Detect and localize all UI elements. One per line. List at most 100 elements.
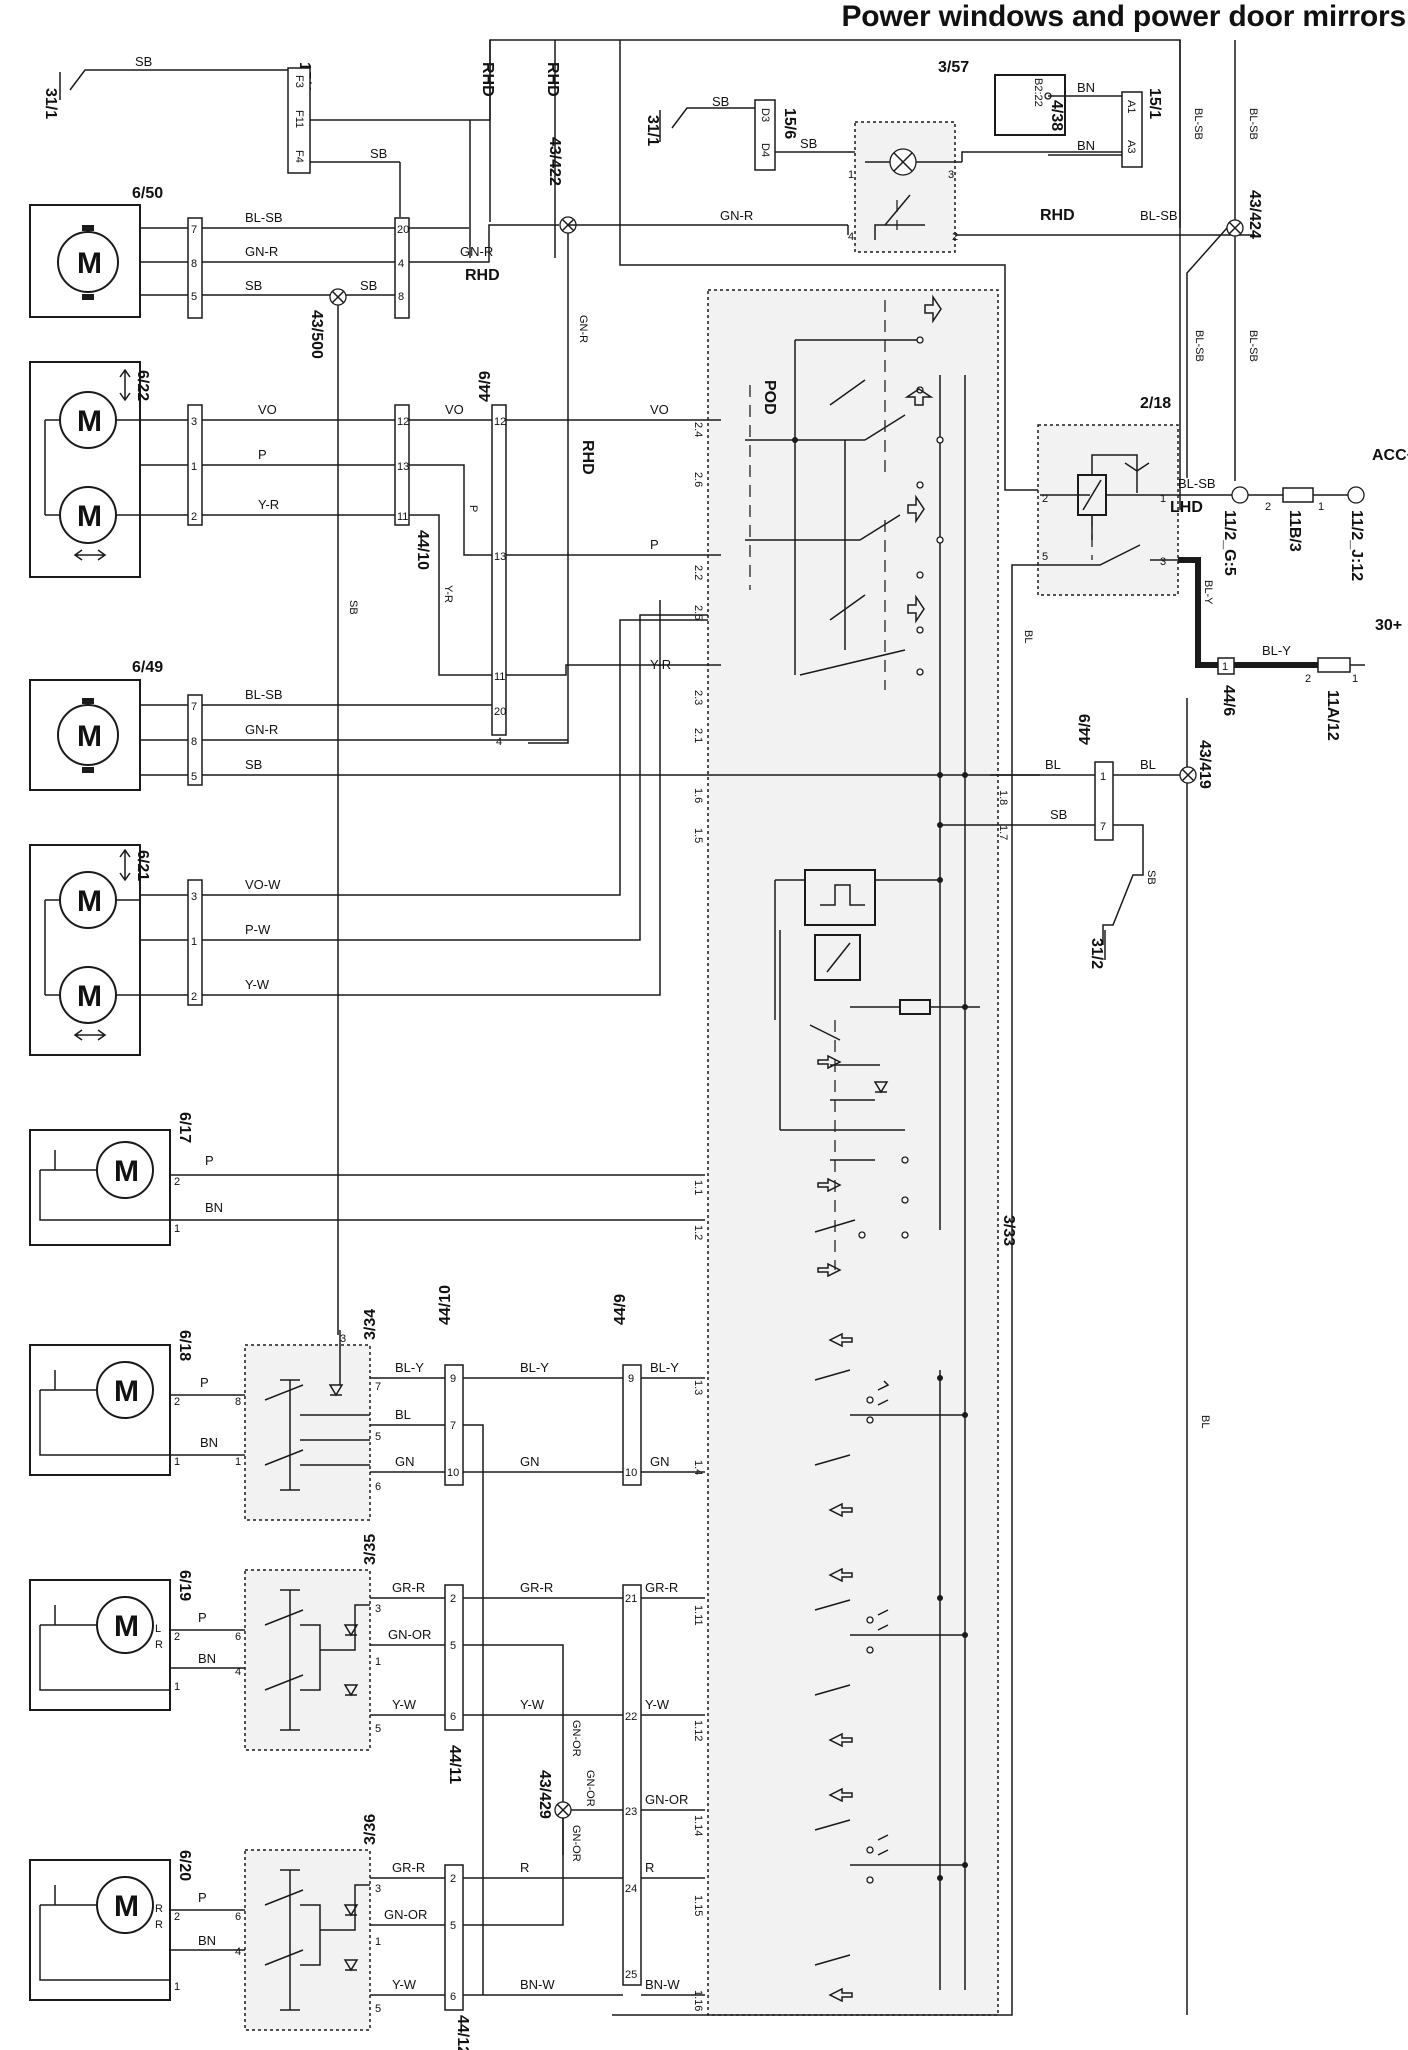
svg-text:1.2: 1.2: [692, 1225, 704, 1240]
svg-text:BL-SB: BL-SB: [1140, 208, 1178, 223]
svg-text:2.3: 2.3: [692, 690, 704, 705]
svg-text:12: 12: [397, 416, 409, 428]
svg-text:6/19: 6/19: [176, 1570, 193, 1601]
fuse-15-6: [754, 99, 776, 171]
svg-text:F11: F11: [293, 110, 305, 128]
svg-text:6/17: 6/17: [176, 1112, 193, 1143]
svg-text:15/1: 15/1: [1146, 88, 1163, 119]
svg-text:SB: SB: [360, 278, 377, 293]
svg-text:13: 13: [397, 461, 409, 473]
top-fuse-section: 31/1 SB 15/8 F3 F11 F4 SB RHD RHD 31/1 S…: [42, 39, 1263, 744]
svg-text:3/36: 3/36: [362, 1814, 379, 1845]
svg-text:1: 1: [235, 1456, 241, 1468]
svg-text:GN: GN: [395, 1454, 415, 1469]
svg-text:2.1: 2.1: [692, 728, 704, 743]
svg-text:SB: SB: [1145, 870, 1157, 885]
svg-text:25: 25: [625, 1969, 637, 1981]
svg-text:2: 2: [1305, 673, 1311, 685]
svg-text:1.16: 1.16: [692, 1990, 704, 2011]
svg-text:1: 1: [191, 936, 197, 948]
svg-text:44/9: 44/9: [612, 1294, 629, 1325]
svg-text:4: 4: [398, 258, 404, 270]
svg-text:M: M: [114, 1890, 139, 1923]
svg-text:M: M: [77, 405, 102, 438]
svg-text:VO: VO: [445, 402, 464, 417]
svg-text:1: 1: [174, 1456, 180, 1468]
svg-text:11A/12: 11A/12: [1324, 690, 1341, 741]
svg-text:9: 9: [450, 1373, 456, 1385]
svg-text:3: 3: [191, 416, 197, 428]
svg-text:GN-R: GN-R: [245, 722, 278, 737]
svg-text:2.2: 2.2: [692, 565, 704, 580]
svg-text:BL: BL: [1140, 757, 1156, 772]
svg-text:P: P: [200, 1375, 209, 1390]
svg-text:GN: GN: [520, 1454, 540, 1469]
svg-text:BL-Y: BL-Y: [1202, 580, 1214, 605]
svg-text:BN: BN: [1077, 80, 1095, 95]
svg-text:5: 5: [375, 2003, 381, 2015]
svg-text:6: 6: [375, 1481, 381, 1493]
svg-text:GN-R: GN-R: [245, 244, 278, 259]
svg-text:A1: A1: [1125, 100, 1137, 113]
svg-text:44/10: 44/10: [437, 1285, 454, 1325]
svg-text:3: 3: [191, 891, 197, 903]
junction-dots: [792, 437, 968, 1881]
svg-text:2.4: 2.4: [692, 422, 704, 437]
control-panel-3-33: 3/33 POD: [692, 289, 1017, 2016]
svg-text:BL-SB: BL-SB: [245, 210, 283, 225]
svg-text:M: M: [77, 720, 102, 753]
svg-text:Y-W: Y-W: [520, 1697, 545, 1712]
svg-text:LHD: LHD: [1170, 499, 1203, 516]
svg-text:GR-R: GR-R: [392, 1860, 425, 1875]
svg-text:6/18: 6/18: [176, 1330, 193, 1361]
svg-text:22: 22: [625, 1711, 637, 1723]
svg-text:44/9: 44/9: [1077, 714, 1094, 745]
svg-text:P: P: [205, 1153, 214, 1168]
side-label-r: R: [155, 1639, 163, 1651]
side-label-r: R: [155, 1919, 163, 1931]
svg-text:6: 6: [450, 1991, 456, 2003]
svg-text:2.6: 2.6: [692, 472, 704, 487]
acc-terminal: [1347, 486, 1365, 504]
svg-text:1.4: 1.4: [692, 1460, 704, 1475]
svg-text:20: 20: [494, 706, 506, 718]
svg-text:BN: BN: [198, 1651, 216, 1666]
svg-text:SB: SB: [245, 278, 262, 293]
svg-text:RHD: RHD: [1040, 207, 1075, 224]
svg-text:Y-R: Y-R: [258, 497, 279, 512]
control-panel-frame: [707, 289, 999, 2016]
svg-text:M: M: [77, 247, 102, 280]
svg-text:8: 8: [235, 1396, 241, 1408]
svg-text:2: 2: [191, 991, 197, 1003]
svg-text:11/2_J:12: 11/2_J:12: [1348, 510, 1365, 581]
svg-text:6/21: 6/21: [134, 850, 151, 881]
svg-text:31/1: 31/1: [644, 115, 661, 146]
svg-text:6: 6: [450, 1711, 456, 1723]
svg-text:11/2_G:5: 11/2_G:5: [1221, 510, 1238, 576]
svg-text:5: 5: [375, 1431, 381, 1443]
svg-text:3: 3: [375, 1603, 381, 1615]
side-label-r: R: [155, 1903, 163, 1915]
svg-text:RHD: RHD: [579, 440, 596, 475]
svg-text:BN-W: BN-W: [645, 1977, 680, 1992]
svg-text:D3: D3: [759, 108, 771, 122]
svg-text:1.6: 1.6: [692, 788, 704, 803]
lift-motor-6-18: 6/18 M 21 P BN 3/34 3 81 756 BL-Y BL GN …: [29, 1285, 705, 1995]
side-label-l: L: [155, 1623, 161, 1635]
svg-text:R: R: [520, 1860, 529, 1875]
svg-text:2/18: 2/18: [1140, 395, 1171, 412]
svg-text:GN-OR: GN-OR: [645, 1792, 688, 1807]
svg-text:VO: VO: [650, 402, 669, 417]
svg-text:SB: SB: [347, 600, 359, 615]
svg-text:RHD: RHD: [544, 62, 561, 97]
svg-text:1.14: 1.14: [692, 1815, 704, 1836]
switch-3-57: [854, 121, 956, 253]
svg-text:2: 2: [1042, 493, 1048, 505]
svg-text:1: 1: [191, 461, 197, 473]
lift-motor-6-20: 6/20 M RR 21 P BN 3/36 64 315 GR-R GN-OR…: [29, 1814, 705, 2050]
svg-text:43/419: 43/419: [1196, 740, 1213, 789]
svg-text:2: 2: [450, 1593, 456, 1605]
svg-text:10: 10: [447, 1467, 459, 1479]
svg-text:8: 8: [191, 736, 197, 748]
